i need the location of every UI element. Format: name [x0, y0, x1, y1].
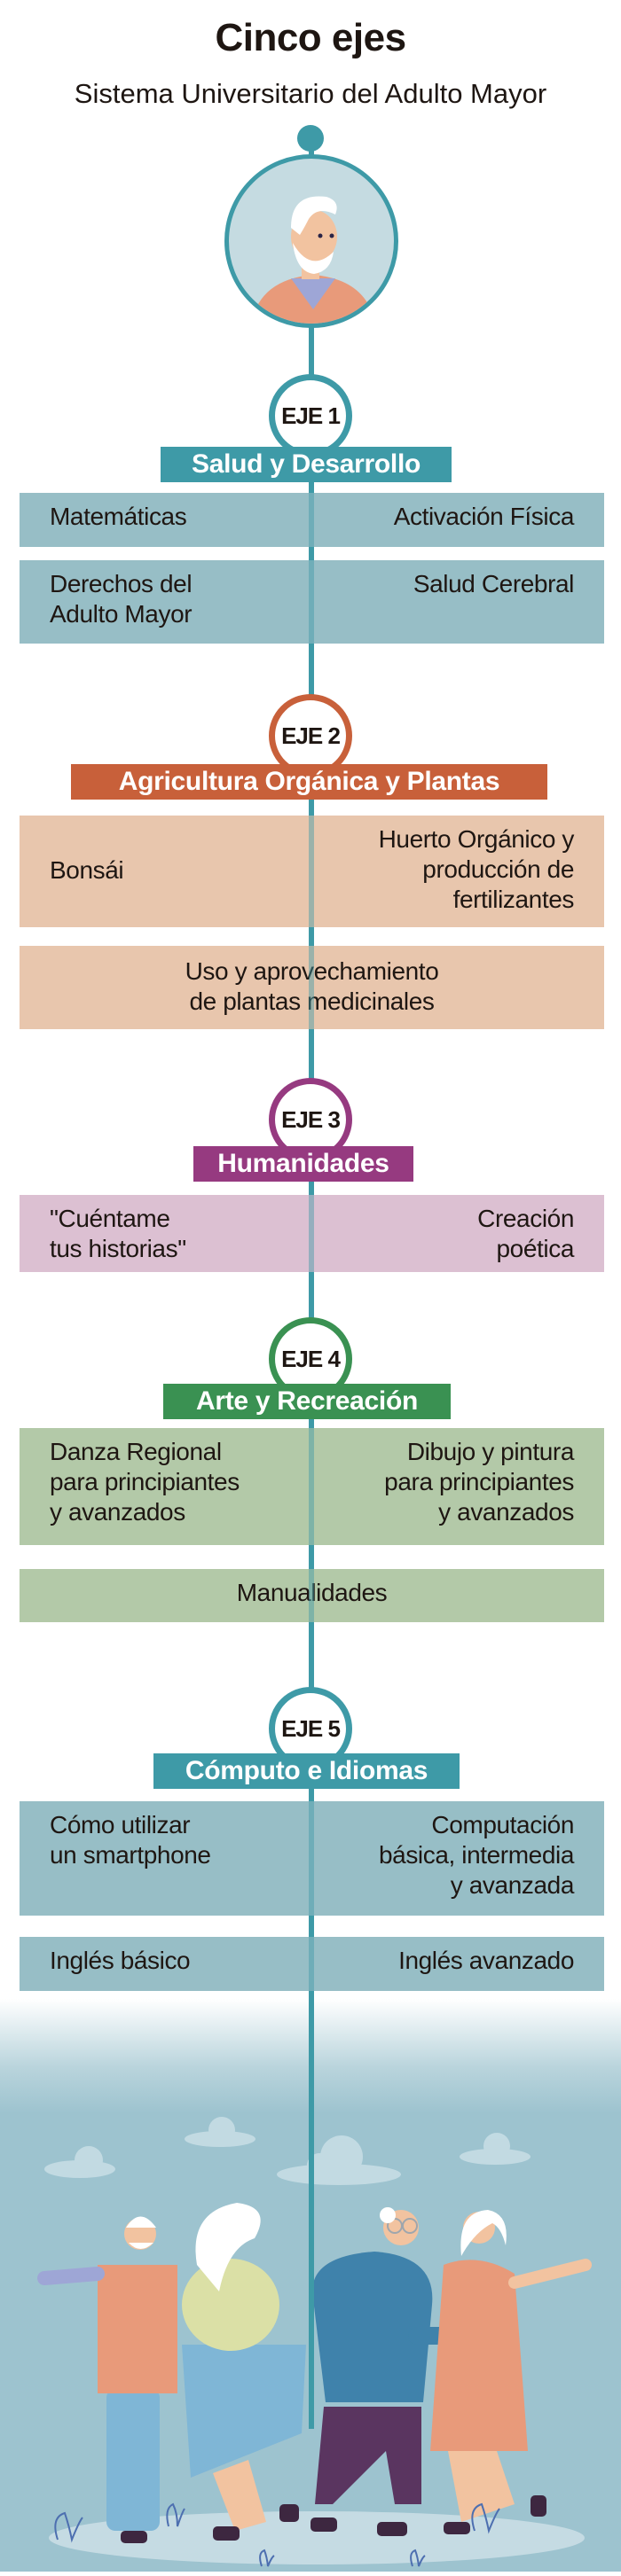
page-title: Cinco ejes — [215, 16, 406, 59]
course-item: Matemáticas — [50, 503, 187, 530]
eje-3-title: Humanidades — [193, 1146, 413, 1182]
course-row: Derechos del Adulto Mayor Salud Cerebral — [20, 560, 604, 644]
timeline-start-dot — [297, 125, 324, 152]
course-item: Activación Física — [393, 503, 575, 530]
page-subtitle: Sistema Universitario del Adulto Mayor — [74, 78, 547, 109]
senior-man-figure — [37, 2216, 177, 2543]
course-row: Uso y aprovechamiento de plantas medicin… — [20, 946, 604, 1029]
eje-1-title: Salud y Desarrollo — [161, 447, 452, 482]
course-item: Bonsái — [50, 856, 124, 884]
course-item: Dibujo y pintura para principiantes y av… — [384, 1438, 574, 1526]
eje-1-badge: EJE 1 — [269, 374, 352, 457]
course-item: Creación poética — [477, 1205, 574, 1262]
course-item: Danza Regional para principiantes y avan… — [50, 1438, 240, 1526]
timeline-line — [309, 137, 314, 2429]
course-item: Uso y aprovechamiento de plantas medicin… — [185, 957, 439, 1015]
course-item: Manualidades — [236, 1579, 388, 1606]
senior-avatar — [224, 154, 398, 328]
course-row: Danza Regional para principiantes y avan… — [20, 1428, 604, 1545]
eje-2-badge-label: EJE 2 — [281, 722, 341, 749]
course-row: Inglés básico Inglés avanzado — [20, 1937, 604, 1991]
course-item: Inglés avanzado — [398, 1947, 574, 1974]
eje-3-badge-label: EJE 3 — [281, 1105, 341, 1133]
eje-5-badge-label: EJE 5 — [281, 1714, 341, 1742]
cloud-icon — [44, 2146, 115, 2178]
course-row: Bonsái Huerto Orgánico y producción de f… — [20, 816, 604, 927]
course-item: Derechos del Adulto Mayor — [50, 570, 193, 628]
senior-woman-figure — [182, 2203, 306, 2541]
course-row: "Cuéntame tus historias" Creación poétic… — [20, 1195, 604, 1272]
course-row: Manualidades — [20, 1569, 604, 1622]
eje-2-title: Agricultura Orgánica y Plantas — [71, 764, 547, 800]
course-row: Cómo utilizar un smartphone Computación … — [20, 1801, 604, 1916]
eje-4-badge-label: EJE 4 — [281, 1345, 341, 1372]
cloud-icon — [185, 2117, 255, 2147]
course-row: Matemáticas Activación Física — [20, 493, 604, 547]
course-item: Huerto Orgánico y producción de fertiliz… — [378, 825, 575, 913]
cloud-icon — [460, 2133, 531, 2165]
course-item: Computación básica, intermedia y avanzad… — [378, 1811, 574, 1899]
eje-4-title: Arte y Recreación — [163, 1384, 451, 1419]
course-item: Inglés básico — [50, 1947, 191, 1974]
course-item: "Cuéntame tus historias" — [50, 1205, 186, 1262]
senior-woman-glasses-figure — [430, 2210, 592, 2534]
eje-5-title: Cómputo e Idiomas — [153, 1753, 460, 1789]
course-item: Salud Cerebral — [413, 570, 575, 597]
course-item: Cómo utilizar un smartphone — [50, 1811, 211, 1869]
eje-1-badge-label: EJE 1 — [281, 402, 341, 429]
